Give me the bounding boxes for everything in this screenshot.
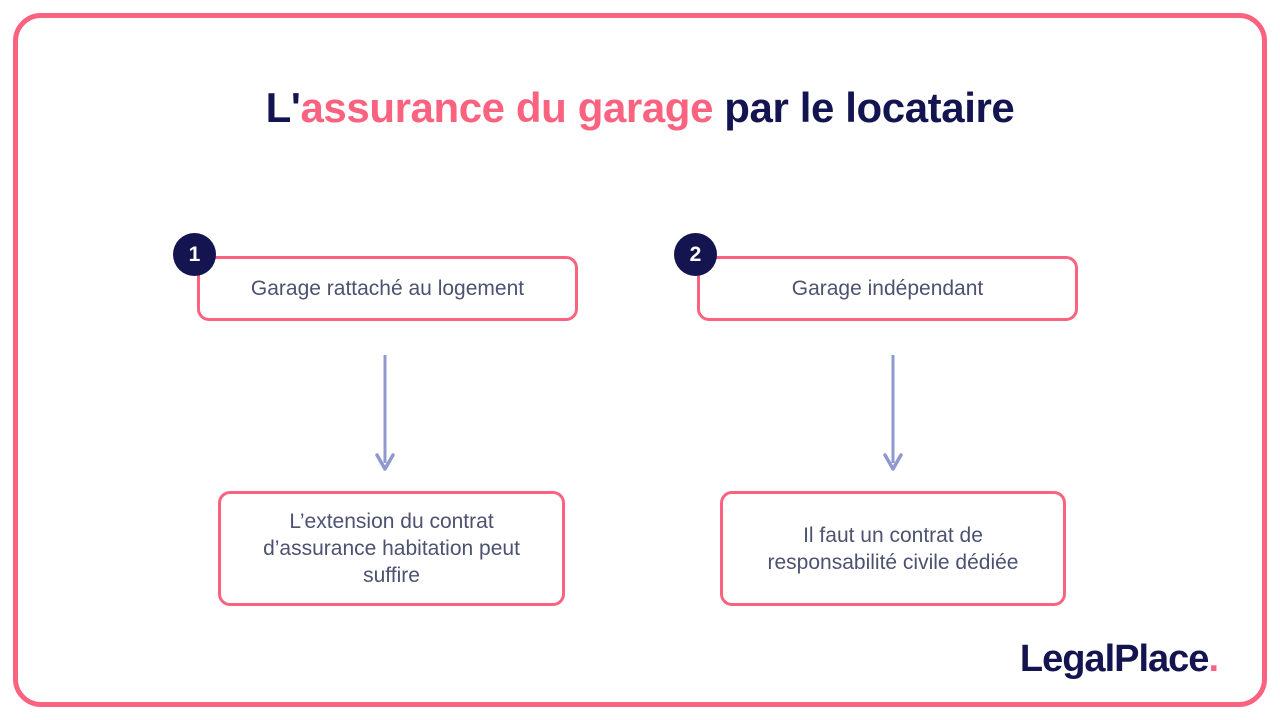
step-box-bottom-2[interactable]: Il faut un contrat de responsabilité civ… (720, 491, 1066, 606)
step-badge-2-number: 2 (689, 243, 702, 266)
step-badge-1: 1 (173, 233, 216, 276)
arrow-down-icon-1 (375, 355, 395, 471)
step-badge-2: 2 (674, 233, 717, 276)
step-box-top-2[interactable]: Garage indépendant (697, 256, 1078, 321)
legalplace-logo[interactable]: LegalPlace. (1019, 638, 1219, 680)
step-box-top-1-label: Garage rattaché au logement (250, 276, 525, 300)
step-box-top-2-label: Garage indépendant (791, 276, 984, 300)
page-title-part-2: assurance du garage (300, 84, 714, 131)
page-title-part-1: L' (265, 84, 301, 131)
step-box-top-1[interactable]: Garage rattaché au logement (197, 256, 578, 321)
step-box-bottom-2-label: Il faut un contrat de responsabilité civ… (767, 523, 1019, 574)
page-title-part-3: par le locataire (713, 84, 1015, 131)
step-box-bottom-1[interactable]: L’extension du contrat d’assurance habit… (218, 491, 565, 606)
step-badge-1-number: 1 (188, 243, 201, 266)
page-title: L'assurance du garage par le locataire (0, 82, 1280, 134)
step-box-bottom-1-label: L’extension du contrat d’assurance habit… (263, 510, 520, 587)
arrow-down-icon-2 (883, 355, 903, 471)
legalplace-logo-dot: . (1208, 638, 1219, 680)
legalplace-logo-text: LegalPlace (1019, 638, 1210, 680)
